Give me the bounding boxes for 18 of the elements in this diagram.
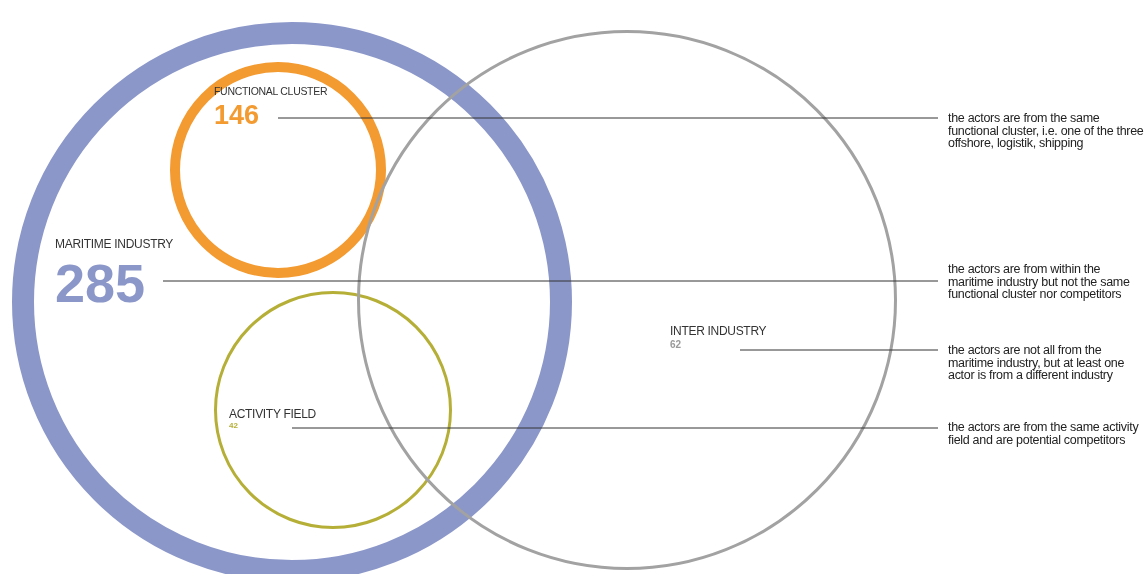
venn-circle bbox=[357, 30, 897, 570]
annotation-text: the actors are not all from the maritime industry, but at least one actor is from a different industry bbox=[938, 344, 1147, 382]
circle-label: MARITIME INDUSTRY bbox=[55, 237, 174, 251]
leader-line bbox=[162, 280, 939, 282]
annotation-text: the actors are from within the maritime industry but not the same functional cluster nor competitors bbox=[938, 263, 1147, 301]
count-number: 285 bbox=[55, 256, 146, 310]
venn-circle bbox=[12, 22, 572, 574]
venn-circle bbox=[214, 291, 452, 529]
count-number: 62 bbox=[670, 340, 682, 350]
count-number: 42 bbox=[229, 422, 238, 430]
leader-line bbox=[291, 427, 939, 429]
count-number: 146 bbox=[214, 102, 260, 129]
annotation-text: the actors are from the same activity field and are potential competitors bbox=[938, 421, 1147, 446]
annotation-text: the actors are from the same functional cluster, i.e. one of the three offshore, logistik, shipping bbox=[938, 112, 1147, 150]
leader-line bbox=[277, 117, 939, 119]
leader-line bbox=[739, 349, 939, 351]
circle-label: ACTIVITY FIELD bbox=[229, 407, 316, 421]
circle-label: INTER INDUSTRY bbox=[670, 324, 767, 338]
